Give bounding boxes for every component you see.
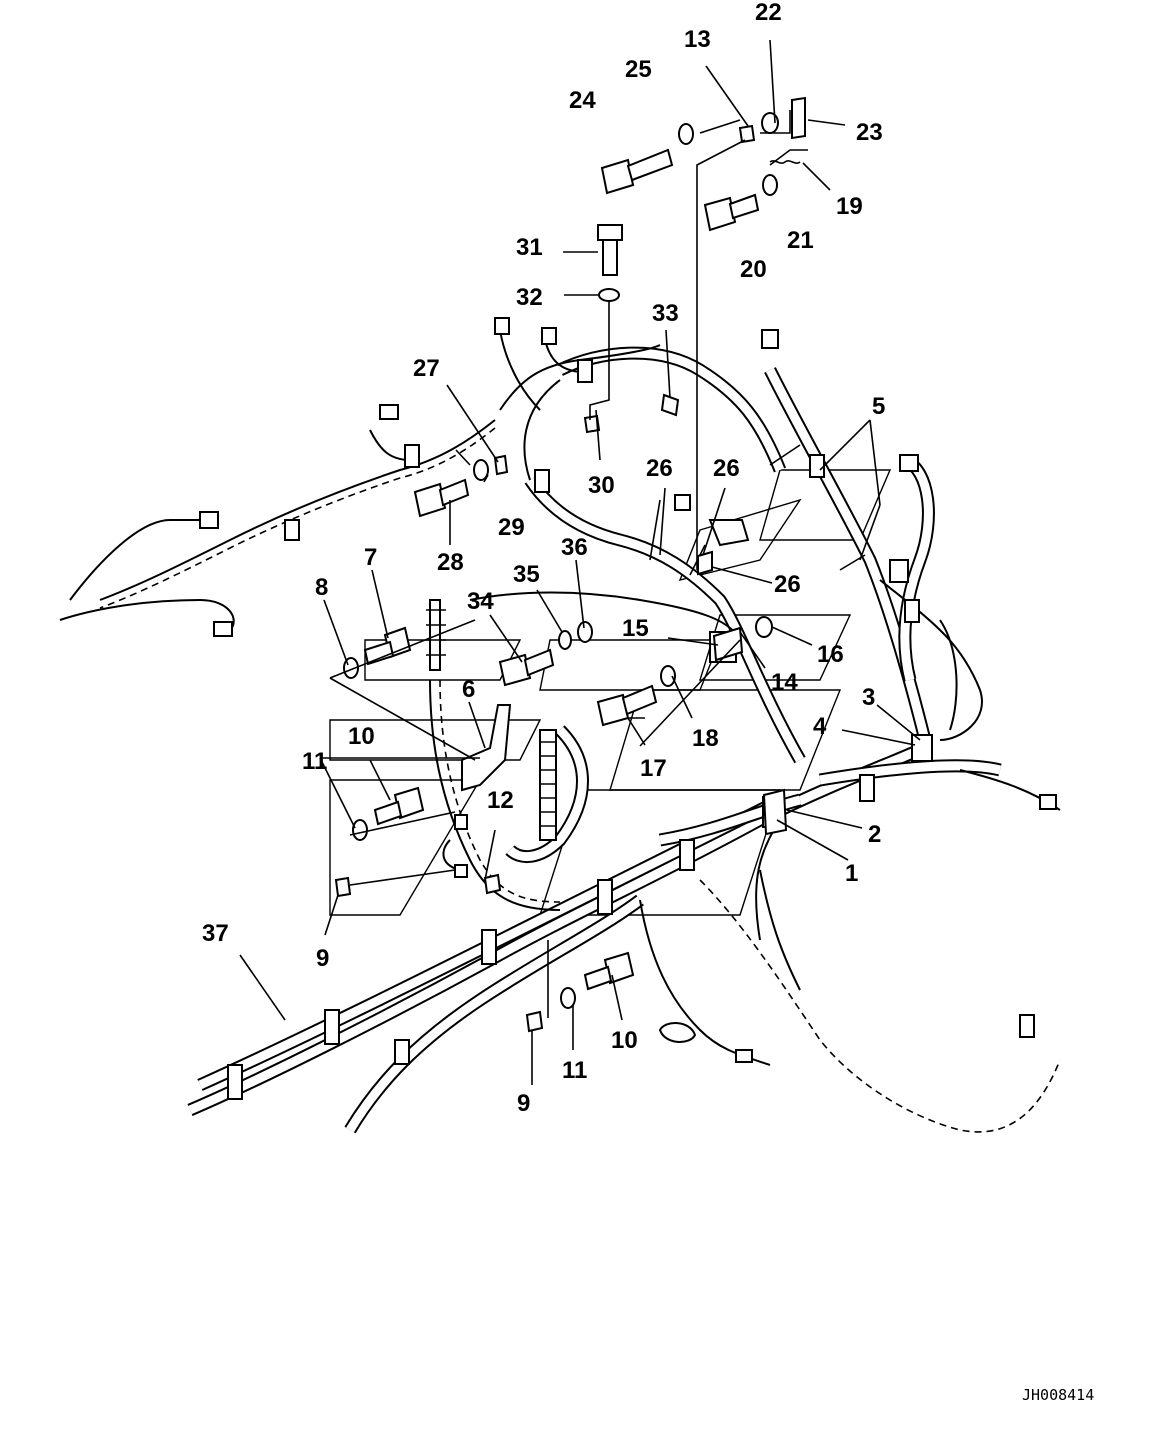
callout-4: 4 — [813, 713, 827, 740]
part-34-bolt — [498, 648, 555, 687]
callout-5: 5 — [872, 393, 885, 420]
part-11-washer-upper — [352, 819, 368, 841]
callout-9-upper: 9 — [316, 945, 329, 972]
part-16-collar — [755, 616, 773, 638]
part-26-ties — [649, 499, 713, 576]
callout-22: 22 — [755, 0, 782, 26]
callout-21: 21 — [787, 227, 814, 254]
part-21-washer — [762, 174, 778, 196]
callout-13: 13 — [684, 26, 711, 53]
watermark-logo — [329, 469, 892, 916]
main-harness — [187, 739, 1002, 1134]
callout-7: 7 — [364, 544, 377, 571]
callout-35: 35 — [513, 561, 540, 588]
callout-17: 17 — [640, 755, 667, 782]
part-29-washer — [473, 459, 489, 481]
callout-37: 37 — [202, 920, 229, 947]
drawing-code: JH008414 — [1022, 1386, 1094, 1404]
part-35-washer — [558, 630, 572, 650]
callout-2: 2 — [868, 821, 881, 848]
callout-29: 29 — [498, 514, 525, 541]
part-24-bolt — [600, 148, 674, 195]
part-12-clip — [483, 873, 502, 895]
part-10-bolt-upper — [373, 786, 425, 826]
connectors — [199, 317, 1057, 1063]
part-7-bolt — [363, 626, 412, 666]
part-27-clip — [493, 454, 509, 476]
callout-10-upper: 10 — [348, 723, 375, 750]
part-23-plate — [791, 96, 806, 140]
right-harness — [764, 367, 983, 742]
callout-25: 25 — [625, 56, 652, 83]
part-28-bolt — [413, 478, 470, 518]
part-20-bolt — [703, 193, 760, 232]
callout-26-left: 26 — [646, 455, 673, 482]
callout-15: 15 — [622, 615, 649, 642]
leader-lines — [239, 39, 921, 1085]
callout-18: 18 — [692, 725, 719, 752]
part-33-sensor — [660, 393, 680, 417]
part-25-washer — [678, 123, 694, 145]
callout-11-lower: 11 — [562, 1057, 587, 1084]
callout-32: 32 — [516, 284, 543, 311]
center-harness — [426, 591, 741, 911]
part-1-clamp — [762, 788, 788, 836]
callouts: 22 13 25 24 23 19 21 20 31 32 33 27 30 2… — [202, 0, 1094, 1404]
part-22-collar — [761, 112, 779, 134]
harness-clamps — [227, 359, 933, 1100]
callout-14: 14 — [771, 669, 798, 696]
callout-12: 12 — [487, 787, 514, 814]
callout-20: 20 — [740, 256, 767, 283]
callout-6: 6 — [462, 676, 475, 703]
callout-10-lower: 10 — [611, 1027, 638, 1054]
callout-26-lower: 26 — [774, 571, 801, 598]
part-31-bolt — [597, 224, 623, 276]
callout-24: 24 — [569, 87, 596, 114]
part-9-clip-lower — [525, 1010, 544, 1033]
part-17-bolt — [596, 684, 658, 727]
callout-33: 33 — [652, 300, 679, 327]
callout-36: 36 — [561, 534, 588, 561]
part-36-washer — [577, 621, 593, 643]
part-32-washer — [598, 288, 620, 302]
callout-30: 30 — [588, 472, 615, 499]
part-6-bracket — [461, 704, 512, 792]
callout-3: 3 — [862, 684, 875, 711]
part-30-nut — [583, 414, 601, 434]
part-18-washer — [660, 665, 676, 687]
part-9-clip-upper — [334, 876, 352, 898]
part-10-bolt-lower — [583, 951, 635, 991]
callout-34: 34 — [467, 588, 494, 615]
callout-11-upper: 11 — [302, 748, 327, 775]
callout-26-right: 26 — [713, 455, 740, 482]
part-14-clamp — [712, 626, 744, 662]
part-11-washer-lower — [560, 987, 576, 1009]
callout-1: 1 — [845, 860, 858, 887]
callout-16: 16 — [817, 641, 844, 668]
callout-19: 19 — [836, 193, 863, 220]
part-13-clip — [738, 124, 756, 144]
callout-23: 23 — [856, 119, 883, 146]
callout-31: 31 — [516, 234, 543, 261]
callout-9-lower: 9 — [517, 1090, 530, 1117]
callout-28: 28 — [437, 549, 464, 576]
callout-27: 27 — [413, 355, 440, 382]
callout-8: 8 — [315, 574, 328, 601]
